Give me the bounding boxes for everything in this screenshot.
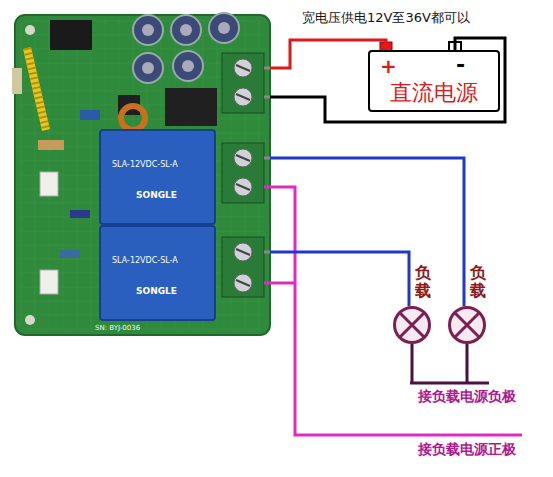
terminal-screws [236,249,250,255]
white-connectors [40,172,58,294]
capacitors [133,15,163,45]
lamp-symbol [400,313,424,337]
white-connectors [40,270,58,294]
small-parts [80,110,100,120]
terminal-screws [236,65,250,71]
load-wires [410,344,489,383]
serial-number: SN: BYJ-0036 [95,324,140,332]
pcb-board [20,20,265,330]
power-text: - [456,52,465,77]
terminal-block [222,143,264,203]
terminal-screws [234,59,252,292]
pcb-board [25,315,35,325]
capacitors [209,13,239,43]
relay-brand: SONGLE [136,190,177,200]
terminal-screws [234,243,252,261]
wire [270,158,464,306]
small-parts [38,140,64,150]
load-wires [264,68,270,252]
terminal-screws [234,59,252,77]
relay [100,226,215,320]
dc-power-box: + -直流电源 [368,50,500,112]
lamp-symbol [448,306,486,344]
lamp-symbol [393,306,431,344]
power-text: 直流电源 [370,78,498,108]
load-wires [264,282,295,285]
relay-model: SLA-12VDC-SL-A [112,256,178,265]
small-parts [38,110,100,258]
antenna-coil [27,48,46,130]
small-parts [70,210,90,218]
terminal-screws [236,280,250,286]
wire [270,38,505,122]
supply-note: 宽电压供电12V至36V都可以 [302,9,470,27]
terminal-screws [234,88,252,106]
pcb-board [25,25,35,35]
relay [100,130,215,224]
relay [100,130,215,320]
lamp-symbol [455,313,479,337]
load-heading: 负载 [470,264,486,299]
antenna-coil [12,48,46,130]
capacitors [173,51,203,81]
load-negative-note: 接负载电源负极 [418,388,516,406]
lamp-symbol [395,308,430,343]
terminal-screws [236,94,250,100]
load-positive-note: 接负载电源正极 [418,441,516,459]
toroid-inductor [121,106,145,130]
load-lamp: 负载 [448,306,486,344]
terminal-screws [236,155,250,161]
load-lamp: 负载 [393,306,431,344]
toroid-inductor [121,106,145,130]
relay-model: SLA-12VDC-SL-A [112,160,178,169]
small-parts [60,250,80,258]
relay-brand: SONGLE [136,286,177,296]
white-connectors [40,172,58,196]
capacitors [133,53,163,83]
pcb-board [15,15,270,335]
capacitors [171,15,201,45]
capacitors [142,24,154,36]
terminal-block [222,53,264,297]
wire [270,252,409,306]
power-text: + [380,54,397,78]
terminal-screws [236,184,250,190]
capacitors [218,22,230,34]
terminal-screws [234,178,252,196]
ic-chip [50,20,92,50]
terminal-block [222,53,264,113]
load-wires [264,187,522,435]
load-heading: 负载 [415,264,431,299]
lamp-symbol [450,308,485,343]
terminal-block [222,237,264,297]
terminal-screws [234,274,252,292]
capacitors [182,60,194,72]
antenna-coil [27,48,46,130]
capacitors [180,24,192,36]
capacitors [142,62,154,74]
antenna-coil [12,68,22,94]
pcb-board [15,15,270,335]
terminal-screws [234,149,252,167]
regulator [165,88,217,126]
ic-chip [50,20,92,50]
